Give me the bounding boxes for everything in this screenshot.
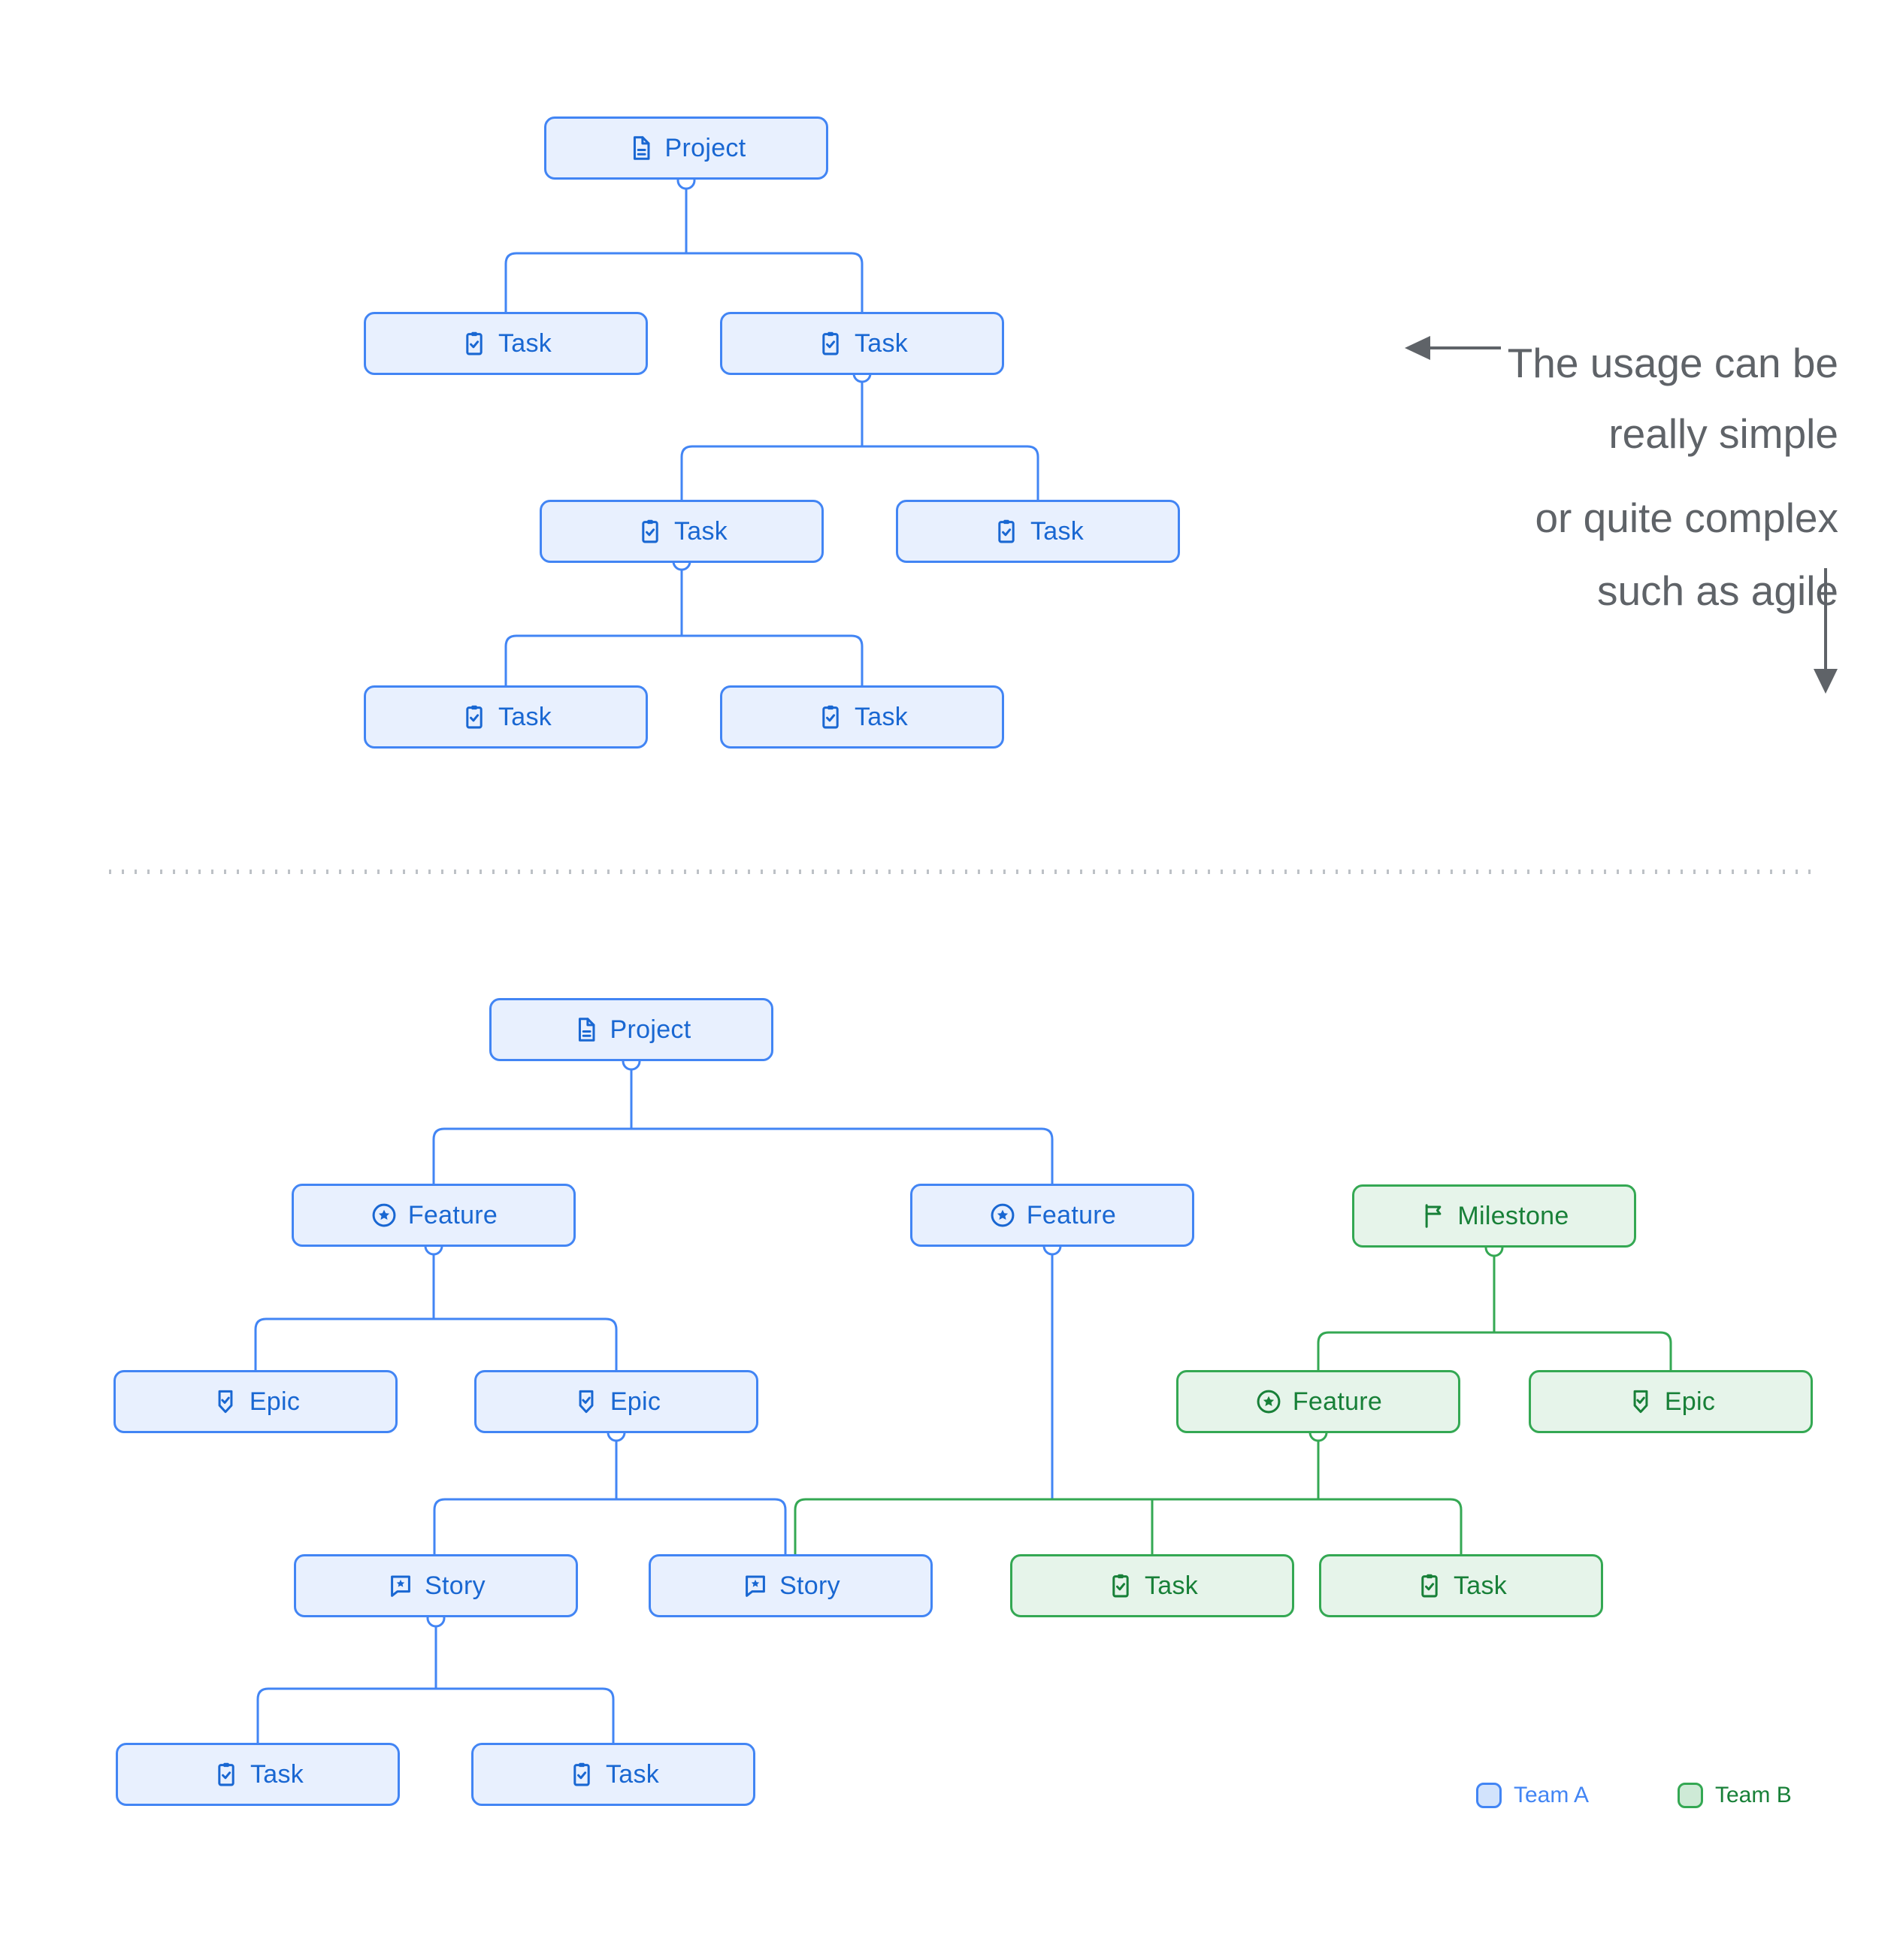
node-story: Story [649, 1554, 933, 1617]
clipboard-check-icon [816, 329, 845, 358]
node-milestone: Milestone [1352, 1184, 1636, 1248]
node-label: Task [498, 328, 552, 358]
clipboard-check-icon [460, 703, 489, 731]
annotation-line: or quite complex [1535, 495, 1838, 541]
clipboard-check-icon [1106, 1571, 1135, 1600]
node-label: Task [854, 702, 909, 731]
document-icon [572, 1015, 601, 1044]
node-label: Task [673, 516, 728, 546]
node-label: Epic [1664, 1387, 1716, 1416]
star-circle-icon [988, 1201, 1017, 1230]
document-icon [627, 134, 655, 162]
node-label: Project [610, 1015, 691, 1044]
node-task-green: Task [1319, 1554, 1603, 1617]
shield-check-icon [211, 1387, 240, 1416]
clipboard-check-icon [212, 1760, 241, 1789]
node-epic: Epic [113, 1370, 398, 1433]
node-label: Story [779, 1571, 840, 1600]
node-epic: Epic [474, 1370, 758, 1433]
node-label: Feature [407, 1200, 498, 1230]
node-label: Task [1030, 516, 1085, 546]
clipboard-check-icon [567, 1760, 596, 1789]
node-project-complex: Project [489, 998, 773, 1061]
node-feature: Feature [292, 1184, 576, 1247]
legend-team-b: Team B [1678, 1783, 1792, 1808]
star-circle-icon [370, 1201, 398, 1230]
node-label: Story [425, 1571, 486, 1600]
node-task: Task [720, 685, 1004, 749]
node-task: Task [364, 312, 648, 375]
node-task-green: Task [1010, 1554, 1294, 1617]
team-a-label: Team A [1514, 1783, 1590, 1807]
node-label: Milestone [1457, 1201, 1569, 1230]
node-story: Story [294, 1554, 578, 1617]
node-label: Task [605, 1759, 660, 1789]
shield-check-icon [1626, 1387, 1655, 1416]
story-bubble-icon [741, 1571, 770, 1600]
node-label: Task [498, 702, 552, 731]
team-b-swatch [1678, 1783, 1703, 1808]
legend-team-a: Team A [1476, 1783, 1589, 1808]
node-project-simple: Project [544, 116, 828, 180]
node-label: Epic [249, 1387, 301, 1416]
node-task: Task [540, 500, 824, 563]
node-label: Task [250, 1759, 304, 1789]
story-bubble-icon [386, 1571, 415, 1600]
clipboard-check-icon [460, 329, 489, 358]
node-label: Project [664, 133, 746, 162]
node-task: Task [116, 1743, 400, 1806]
annotation-line: The usage can be [1507, 340, 1838, 386]
node-label: Task [1453, 1571, 1508, 1600]
annotation-line: really simple [1608, 410, 1838, 457]
node-epic-green: Epic [1529, 1370, 1813, 1433]
team-b-label: Team B [1715, 1783, 1792, 1807]
blue-connectors [254, 189, 1054, 1743]
node-task: Task [471, 1743, 755, 1806]
node-label: Epic [610, 1387, 661, 1416]
clipboard-check-icon [992, 517, 1021, 546]
left-arrow [1405, 336, 1501, 360]
node-label: Task [1144, 1571, 1199, 1600]
clipboard-check-icon [1415, 1571, 1444, 1600]
clipboard-check-icon [636, 517, 664, 546]
node-task: Task [364, 685, 648, 749]
team-a-swatch [1476, 1783, 1502, 1808]
star-circle-icon [1254, 1387, 1283, 1416]
annotation-line: such as agile [1596, 567, 1838, 614]
node-feature-green: Feature [1176, 1370, 1460, 1433]
node-feature: Feature [910, 1184, 1194, 1247]
node-task: Task [896, 500, 1180, 563]
flag-icon [1419, 1202, 1448, 1230]
shield-check-icon [572, 1387, 601, 1416]
node-task: Task [720, 312, 1004, 375]
clipboard-check-icon [816, 703, 845, 731]
node-label: Task [854, 328, 909, 358]
dotted-divider [109, 870, 1821, 874]
node-label: Feature [1026, 1200, 1117, 1230]
node-label: Feature [1292, 1387, 1383, 1416]
